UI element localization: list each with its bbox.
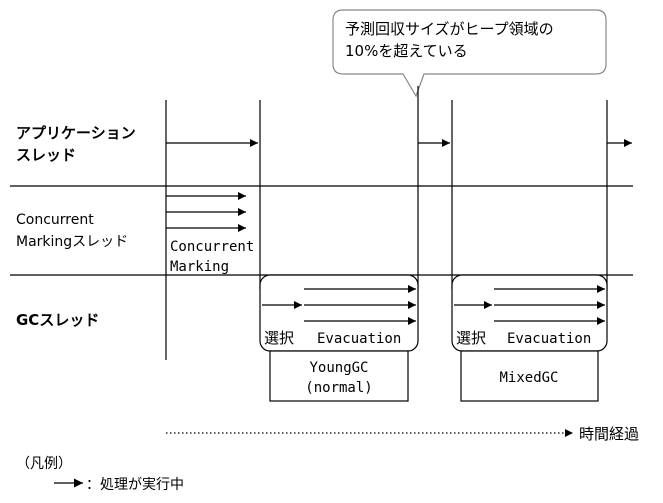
legend-description: ：処理が実行中: [86, 477, 184, 493]
lane-label-cm-line2: Markingスレッド: [16, 234, 128, 250]
time-axis-label: 時間経過: [579, 425, 639, 443]
young-gc-name: YoungGC: [309, 360, 368, 376]
young-evac-label: Evacuation: [317, 331, 401, 347]
cm-phase-line2: Marking: [170, 259, 229, 275]
lane-label-cm-line1: Concurrent: [16, 212, 94, 228]
lane-label-app-line2: スレッド: [16, 146, 76, 164]
mixed-gc-box: [460, 350, 599, 402]
callout-line1: 予測回収サイズがヒープ領域の: [345, 20, 554, 38]
legend-title: （凡例）: [16, 456, 72, 472]
young-gc-group: 選択 Evacuation YoungGC (normal): [259, 274, 419, 402]
mixed-select-label: 選択: [456, 329, 486, 347]
cm-phase-line1: Concurrent: [170, 239, 254, 255]
mixed-gc-name: MixedGC: [499, 370, 558, 386]
mixed-evac-label: Evacuation: [507, 331, 591, 347]
young-select-label: 選択: [264, 329, 294, 347]
lane-label-app-line1: アプリケーション: [16, 124, 136, 142]
mixed-gc-group: 選択 Evacuation MixedGC: [451, 274, 608, 402]
young-gc-type: (normal): [305, 380, 372, 396]
callout-bubble: 予測回収サイズがヒープ領域の 10%を超えている: [332, 9, 607, 98]
callout-line2: 10%を超えている: [345, 42, 468, 60]
young-gc-box: [269, 350, 409, 402]
lane-label-gc: GCスレッド: [16, 311, 99, 329]
